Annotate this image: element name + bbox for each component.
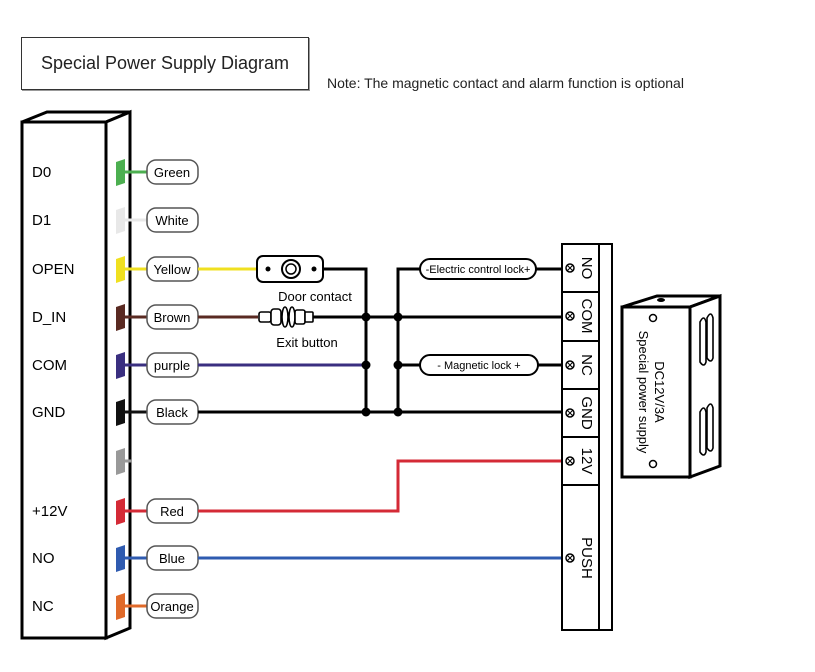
terminal-label: NO (32, 550, 55, 567)
connector-swatch (116, 399, 125, 426)
wire-color-label: Brown (154, 310, 191, 325)
junction-dot (393, 407, 403, 417)
terminal-label: COM (32, 357, 67, 374)
junction-dot (361, 360, 371, 370)
door-contact-label: Door contact (278, 289, 352, 304)
electric-lock: -Electric control lock+ (419, 258, 537, 280)
connector-swatch (116, 545, 125, 572)
wire-color-label: purple (154, 358, 190, 373)
screw-icon (565, 553, 575, 563)
power-supply-label: Special power supply (636, 331, 651, 454)
wire-color-label: Yellow (153, 262, 191, 277)
wire-color-label: Black (156, 405, 188, 420)
power-terminal-label: GND (578, 396, 595, 430)
wire-color-label: Orange (150, 599, 193, 614)
wire-color-bubble (146, 159, 199, 185)
magnetic-lock: - Magnetic lock + (419, 354, 539, 376)
terminal-label: +12V (32, 503, 67, 520)
screw-icon (565, 456, 575, 466)
junction-dots (361, 312, 403, 417)
power-terminal-label: COM (578, 299, 595, 334)
connector-swatch (116, 498, 125, 525)
screw-icon (648, 298, 665, 469)
wire-color-label: White (155, 213, 188, 228)
screw-icon (565, 263, 575, 273)
terminal-label: D_IN (32, 309, 66, 326)
diagram-title: Special Power Supply Diagram (21, 37, 309, 90)
screw-icon (565, 360, 575, 370)
wiring (198, 267, 582, 560)
connector-swatch (116, 304, 125, 331)
power-terminal-label: 12V (578, 448, 595, 475)
red-wire (198, 459, 582, 513)
exit-button-label: Exit button (276, 335, 337, 350)
electric-lock-label: -Electric control lock+ (426, 264, 531, 276)
connector-swatch (116, 593, 125, 620)
power-terminal-block (561, 243, 613, 631)
connector-swatch (116, 256, 125, 283)
junction-dot (393, 312, 403, 322)
door-contact-icon (256, 255, 324, 283)
terminal-label: D1 (32, 212, 51, 229)
wire-color-label: Blue (159, 551, 185, 566)
wire-color-label: Red (160, 504, 184, 519)
terminal-label: OPEN (32, 261, 75, 278)
connector-swatch (116, 448, 125, 475)
screw-icon (565, 311, 575, 321)
power-terminal-label: NO (578, 257, 595, 280)
power-supply-vents (699, 313, 714, 456)
terminal-label: NC (32, 598, 54, 615)
connector-swatch (116, 159, 125, 186)
exit-button-icon (258, 306, 314, 328)
power-terminal-label: PUSH (578, 537, 595, 579)
magnetic-lock-label: - Magnetic lock + (437, 360, 520, 372)
power-terminal-label: NC (578, 354, 595, 376)
screw-icon (565, 408, 575, 418)
wire-color-bubble (146, 207, 199, 233)
connector-swatch (116, 352, 125, 379)
optional-note: Note: The magnetic contact and alarm fun… (327, 75, 684, 91)
lock-bus-wire (396, 267, 420, 412)
connector-swatch (116, 207, 125, 234)
power-supply-rating: DC12V/3A (652, 361, 667, 423)
junction-dot (361, 312, 371, 322)
junction-dot (361, 407, 371, 417)
terminal-label: D0 (32, 164, 51, 181)
wire-color-label: Green (154, 165, 190, 180)
junction-dot (393, 360, 403, 370)
terminal-label: GND (32, 404, 66, 421)
wire-color-bubble (146, 593, 199, 619)
